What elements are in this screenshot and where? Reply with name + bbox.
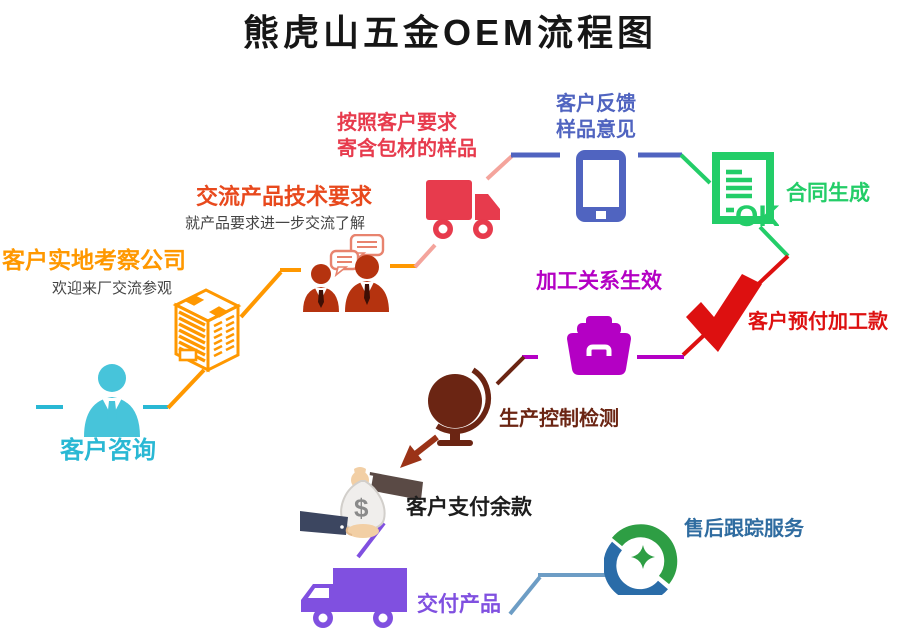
label-send-samples: 按照客户要求 寄含包材的样品 bbox=[337, 110, 477, 163]
label-send-samples-line2: 寄含包材的样品 bbox=[337, 138, 477, 161]
label-prepayment: 客户预付加工款 bbox=[748, 311, 888, 333]
checkmark-icon bbox=[684, 269, 764, 353]
label-send-samples-line1: 按照客户要求 bbox=[337, 112, 457, 134]
toolbox-icon bbox=[560, 316, 638, 376]
contract-ok-text: OK bbox=[735, 200, 779, 230]
delivery-truck-purple-icon bbox=[297, 566, 413, 628]
label-deliver-product: 交付产品 bbox=[417, 593, 501, 616]
label-aftersale: 售后跟踪服务 bbox=[684, 518, 804, 540]
connector-contract-down bbox=[758, 225, 790, 258]
label-feedback-line2: 样品意见 bbox=[556, 119, 636, 142]
connector-inquiry-visit bbox=[166, 368, 206, 410]
factory-building-icon bbox=[166, 284, 246, 374]
label-feedback: 客户反馈 样品意见 bbox=[556, 91, 636, 144]
phone-icon bbox=[575, 149, 627, 223]
label-contract: 合同生成 bbox=[786, 182, 870, 205]
label-pay-balance: 客户支付余款 bbox=[406, 496, 532, 519]
label-feedback-line1: 客户反馈 bbox=[556, 93, 636, 115]
label-customer-inquiry: 客户咨询 bbox=[60, 437, 156, 464]
money-bag-currency: $ bbox=[354, 493, 369, 523]
connector-balance-deliver bbox=[356, 521, 386, 559]
connector-effective-qc bbox=[495, 355, 526, 386]
globe-icon bbox=[421, 364, 497, 450]
aftersale-logo-icon bbox=[604, 519, 682, 595]
connector-visit-discuss-diag bbox=[239, 270, 283, 319]
connector-sample-feedback-diag bbox=[485, 154, 514, 181]
label-production-control: 生产控制检测 bbox=[499, 408, 619, 430]
meeting-people-icon bbox=[294, 234, 394, 312]
delivery-truck-icon bbox=[426, 174, 502, 240]
page-title: 熊虎山五金OEM流程图 bbox=[242, 12, 657, 53]
payment-hands-icon: $ bbox=[300, 455, 425, 545]
label-discuss-requirements: 交流产品技术要求 bbox=[196, 184, 373, 209]
label-effective: 加工关系生效 bbox=[536, 270, 662, 293]
label-site-visit: 客户实地考察公司 bbox=[2, 247, 186, 273]
connector-feedback-contract bbox=[679, 153, 712, 185]
connector-deliver-aftersale-diag bbox=[508, 575, 542, 616]
qc-arrow-head bbox=[400, 445, 422, 468]
customer-person-icon bbox=[80, 363, 144, 437]
contract-document-icon: OK bbox=[711, 152, 779, 230]
connector-discuss-sample-diag bbox=[413, 243, 437, 269]
sublabel-site-visit: 欢迎来厂交流参观 bbox=[52, 280, 173, 297]
sublabel-discuss-requirements: 就产品要求进一步交流了解 bbox=[185, 215, 366, 232]
